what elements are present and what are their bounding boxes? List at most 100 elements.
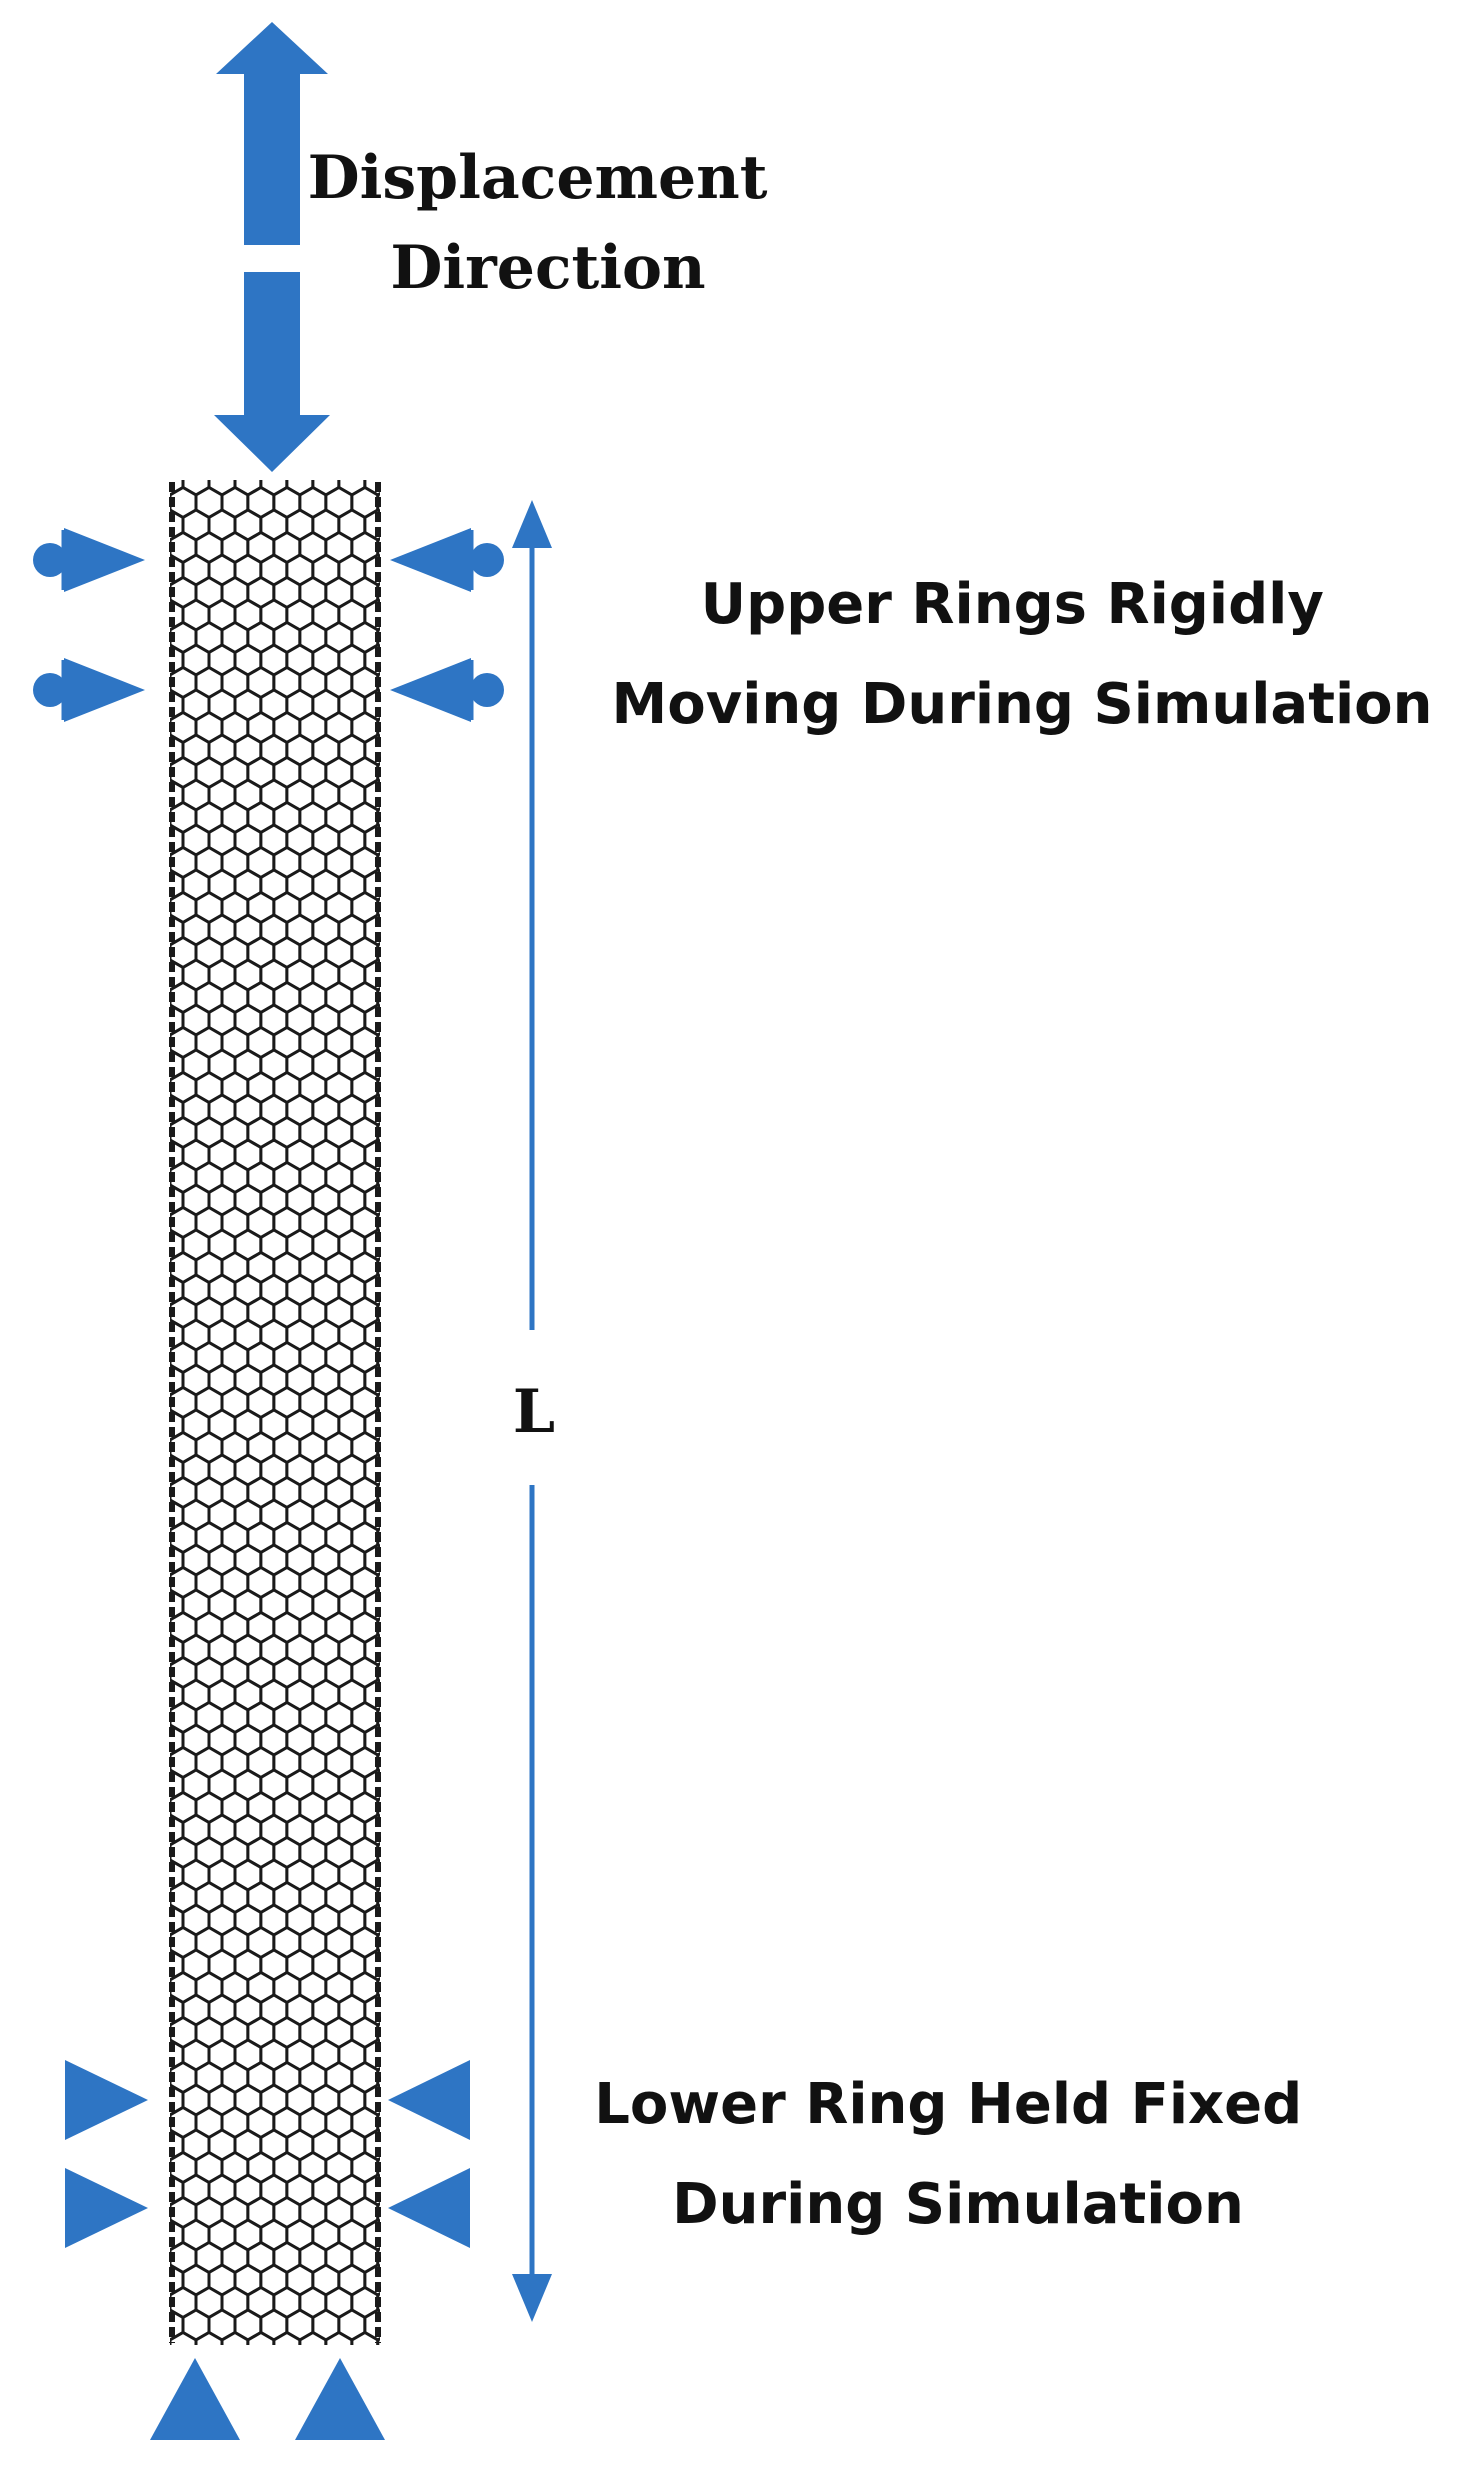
nanotube-cell xyxy=(131,1500,157,1530)
nanotube-cell xyxy=(376,1031,380,1054)
nanotube-cell xyxy=(376,806,380,829)
nanotube-cell xyxy=(131,1095,157,1125)
nanotube-cell xyxy=(391,1725,417,1755)
fixed-support-triangle-icon xyxy=(388,2060,470,2140)
nanotube-cell xyxy=(376,941,380,964)
nanotube-cell xyxy=(376,2066,380,2089)
svg-text:Displacement Direction: Displacement Direction xyxy=(308,143,789,303)
nanotube-cell xyxy=(131,825,157,855)
nanotube-cell xyxy=(376,2246,380,2269)
nanotube-cell xyxy=(170,1708,172,1727)
nanotube-cell xyxy=(391,915,417,945)
nanotube-cell xyxy=(131,510,157,540)
fixed-support-triangle-icon xyxy=(65,2060,148,2140)
dimension-arrowhead-top xyxy=(512,500,552,548)
nanotube-cell xyxy=(272,2330,302,2345)
dimension-arrowhead-bottom xyxy=(512,2274,552,2322)
nanotube-cell xyxy=(376,2291,380,2314)
nanotube-cell xyxy=(170,898,172,917)
nanotube-cell xyxy=(391,1590,417,1620)
nanotube-cell xyxy=(376,1121,380,1144)
svg-text:Lower Ring Held Fixed Duri: Lower Ring Held Fixed During Simulation xyxy=(594,2072,1322,2237)
upper-rings-label-line2: Moving During Simulation xyxy=(612,672,1433,737)
nanotube-cell xyxy=(391,1995,417,2025)
nanotube-cell xyxy=(131,1950,157,1980)
nanotube-cell xyxy=(391,780,417,810)
nanotube-cell xyxy=(131,645,157,675)
nanotube-cell xyxy=(376,1796,380,1819)
svg-text:Upper Rings Rigidly Moving: Upper Rings Rigidly Moving During Simula… xyxy=(612,572,1433,737)
nanotube-cell xyxy=(376,761,380,784)
nanotube-cell xyxy=(391,1905,417,1935)
nanotube-cell xyxy=(391,1275,417,1305)
displacement-label-line1: Displacement xyxy=(308,143,768,213)
fixed-support-triangle-icon xyxy=(65,2168,148,2248)
nanotube-cell xyxy=(391,1410,417,1440)
nanotube-cell xyxy=(170,1393,172,1412)
nanotube-cell xyxy=(131,2040,157,2070)
nanotube-cell xyxy=(391,2040,417,2070)
nanotube-cell xyxy=(376,2021,380,2044)
nanotube-cell xyxy=(376,1706,380,1729)
nanotube-cell xyxy=(391,465,417,495)
nanotube-cell xyxy=(376,896,380,919)
nanotube-cell xyxy=(170,853,172,872)
fixed-support-triangle-icon xyxy=(150,2358,240,2440)
nanotube-cell xyxy=(246,2330,276,2345)
nanotube-cell xyxy=(131,465,157,495)
nanotube-cell xyxy=(170,1753,172,1772)
nanotube-cell xyxy=(391,1545,417,1575)
nanotube-cell xyxy=(131,735,157,765)
length-label: L xyxy=(513,1377,555,1447)
nanotube-cell xyxy=(376,1571,380,1594)
nanotube-cell xyxy=(131,1455,157,1485)
nanotube-cell xyxy=(170,1978,172,1997)
nanotube-cell xyxy=(131,960,157,990)
lower-ring-label-line1: Lower Ring Held Fixed xyxy=(594,2072,1302,2137)
nanotube-cell xyxy=(170,1213,172,1232)
nanotube-cell xyxy=(391,825,417,855)
nanotube-cell xyxy=(391,2220,417,2250)
nanotube-cell xyxy=(131,2220,157,2250)
nanotube-cell xyxy=(131,1275,157,1305)
nanotube-cell xyxy=(131,690,157,720)
nanotube-cell xyxy=(391,2130,417,2160)
roller-support-icon xyxy=(33,528,145,592)
nanotube-cell xyxy=(170,2248,172,2267)
nanotube-cell xyxy=(391,2265,417,2295)
nanotube-cell xyxy=(376,1301,380,1324)
nanotube-cell xyxy=(376,2156,380,2179)
nanotube-cell xyxy=(170,763,172,782)
nanotube-cell xyxy=(376,716,380,739)
nanotube-cell xyxy=(376,1841,380,1864)
nanotube-cell xyxy=(170,1123,172,1142)
nanotube-cell xyxy=(376,1391,380,1414)
nanotube-cell xyxy=(376,1076,380,1099)
nanotube-cell xyxy=(170,2023,172,2042)
nanotube-cell xyxy=(170,1798,172,1817)
upper-rings-label-line1: Upper Rings Rigidly xyxy=(701,572,1324,637)
nanotube-cell xyxy=(131,2130,157,2160)
nanotube-cell xyxy=(170,538,172,557)
nanotube-cell xyxy=(391,1095,417,1125)
nanotube-cell xyxy=(391,1815,417,1845)
nanotube-cell xyxy=(170,583,172,602)
fixed-support-triangle-icon xyxy=(295,2358,385,2440)
nanotube-cell xyxy=(170,493,172,512)
nanotube-mesh xyxy=(131,465,417,2345)
nanotube-cell xyxy=(131,1365,157,1395)
nanotube-cell xyxy=(391,1050,417,1080)
nanotube-cell xyxy=(170,2338,172,2345)
nanotube-cell xyxy=(391,645,417,675)
nanotube-cell xyxy=(376,1256,380,1279)
nanotube-cell xyxy=(170,1843,172,1862)
nanotube-cell xyxy=(376,1931,380,1954)
nanotube-cell xyxy=(391,1455,417,1485)
length-dimension-arrow xyxy=(512,500,552,2322)
nanotube-cell xyxy=(131,2175,157,2205)
nanotube-cell xyxy=(376,851,380,874)
nanotube-cell xyxy=(131,1185,157,1215)
nanotube-cell xyxy=(350,2330,380,2345)
nanotube-cell xyxy=(131,1770,157,1800)
